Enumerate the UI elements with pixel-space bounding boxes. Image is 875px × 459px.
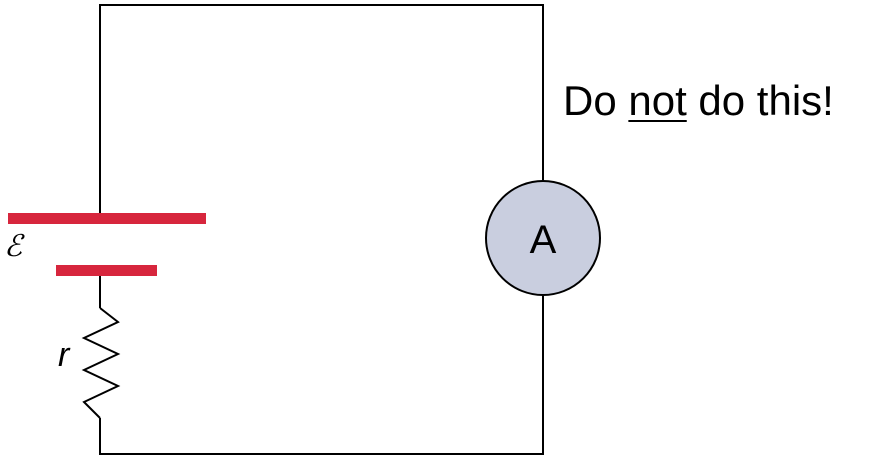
warning-note-after: do this! <box>686 77 834 124</box>
wire-top-left <box>99 4 544 218</box>
warning-note-emphasis: not <box>628 77 687 124</box>
battery-negative-plate <box>56 265 157 276</box>
warning-note-before: Do <box>563 77 629 124</box>
battery-positive-plate <box>8 213 206 224</box>
resistor-zigzag <box>81 307 121 419</box>
emf-label: ℰ <box>4 229 23 264</box>
warning-note: Do not do this! <box>563 80 834 122</box>
ammeter-label: A <box>530 218 557 262</box>
internal-resistance-label: r <box>58 336 70 374</box>
ammeter <box>485 180 601 296</box>
wire-bottom <box>99 296 544 455</box>
